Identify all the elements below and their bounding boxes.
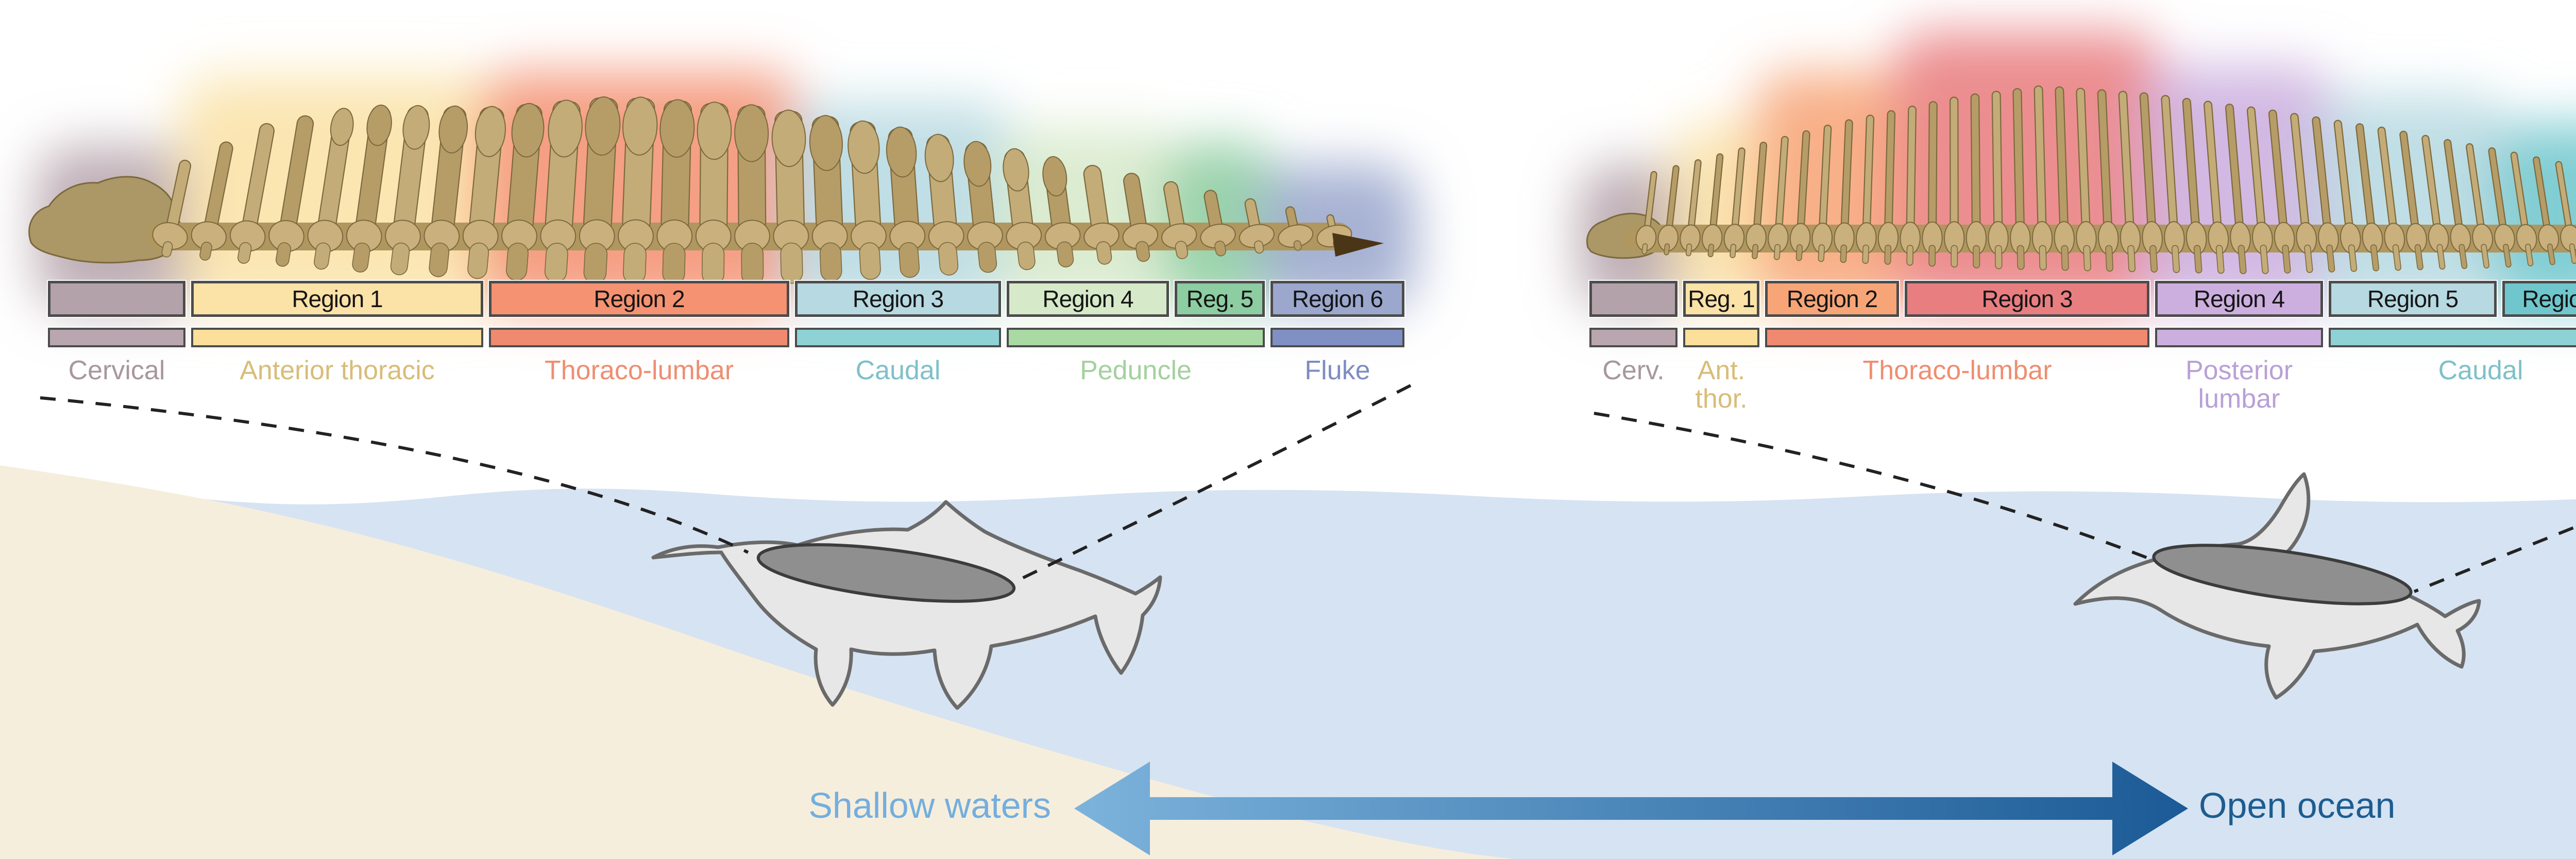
vertebra-right-15 [1943, 96, 1965, 268]
vertebra-left-27 [1161, 181, 1197, 259]
vertebra-right-24 [2139, 92, 2163, 273]
vertebra-right-23 [2118, 91, 2141, 273]
vertebra-right-30 [2268, 109, 2295, 274]
vertebra-right-42 [2533, 156, 2560, 265]
vertebra-right-11 [1856, 114, 1877, 264]
vertebra-right-5 [1723, 147, 1745, 258]
vertebra-left-18 [809, 115, 848, 282]
vertebra-right-36 [2399, 130, 2427, 271]
vertebra-right-4 [1701, 153, 1724, 258]
vertebra-right-20 [2054, 86, 2075, 271]
vertebra-left-11 [540, 99, 583, 283]
vertebra-right-40 [2488, 147, 2515, 268]
vertebra-left-9 [462, 106, 506, 279]
shallow-to-open-arrow [1074, 762, 2188, 855]
vertebra-right-1 [1635, 171, 1657, 255]
vertebra-right-12 [1877, 110, 1899, 265]
vertebra-right-19 [2031, 85, 2053, 271]
vertebra-right-41 [2510, 151, 2537, 266]
vertebra-left-13 [618, 96, 658, 285]
open-ocean-label: Open ocean [2199, 785, 2396, 826]
vertebra-left-8 [423, 105, 468, 277]
vertebra-right-16 [1965, 93, 1987, 268]
vertebra-right-9 [1811, 124, 1833, 262]
vertebral-span-ellipse-left [756, 543, 1016, 603]
vertebra-left-30 [1278, 206, 1314, 251]
vertebra-left-12 [579, 96, 621, 284]
vertebra-right-22 [2097, 89, 2119, 272]
leader-line-left-cervical [40, 396, 749, 554]
vertebra-left-10 [501, 103, 545, 281]
tail-tip-left [1332, 233, 1384, 257]
vertebral-column-right [1586, 85, 2576, 275]
vertebra-left-7 [385, 105, 430, 276]
vertebra-left-6 [346, 105, 392, 273]
vertebra-left-28 [1200, 190, 1236, 257]
vertebra-left-3 [229, 123, 275, 264]
vertebra-right-28 [2225, 104, 2251, 275]
sand-shape [0, 465, 1515, 859]
vertebra-left-24 [1042, 156, 1081, 267]
vertebra-right-26 [2182, 97, 2207, 274]
vertebra-right-21 [2076, 88, 2097, 272]
vertebra-left-17 [771, 109, 809, 284]
vertebral-span-ellipse-right [2152, 544, 2413, 605]
vertebra-right-2 [1657, 165, 1680, 256]
vertebra-right-38 [2444, 139, 2471, 270]
vertebra-right-43 [2555, 161, 2576, 264]
vertebral-column-left [28, 96, 1352, 286]
leader-line-left-fluke [1015, 384, 1412, 583]
vertebra-left-5 [307, 108, 354, 270]
vertebra-right-37 [2421, 134, 2449, 270]
vertebra-left-14 [656, 99, 695, 285]
vertebra-right-29 [2246, 106, 2273, 274]
vertebra-left-20 [886, 126, 926, 278]
vertebra-right-34 [2355, 123, 2383, 272]
vertebra-left-15 [695, 102, 732, 285]
vertebra-right-7 [1768, 136, 1789, 260]
vertebra-right-6 [1745, 141, 1768, 259]
vertebra-right-3 [1680, 159, 1702, 257]
vertebra-left-19 [848, 120, 887, 280]
vertebra-left-21 [924, 133, 964, 276]
vertebra-right-32 [2312, 116, 2339, 273]
vertebra-left-26 [1122, 173, 1158, 262]
vertebra-right-27 [2204, 100, 2229, 274]
vertebra-right-25 [2161, 95, 2185, 273]
vertebra-right-33 [2333, 120, 2361, 272]
vertebra-left-2 [191, 141, 233, 261]
leader-line-right-cervical [1594, 412, 2156, 562]
vertebra-right-10 [1834, 119, 1855, 263]
vertebra-left-25 [1083, 164, 1120, 265]
vertebra-left-1 [152, 159, 191, 258]
vertebra-right-8 [1789, 130, 1811, 261]
vertebra-left-29 [1239, 198, 1275, 254]
oceanic-dolphin-silhouette [2073, 472, 2481, 700]
vertebra-right-31 [2290, 113, 2317, 273]
vertebra-right-14 [1922, 101, 1943, 267]
vertebra-left-4 [268, 115, 314, 267]
vertebra-right-13 [1900, 106, 1921, 266]
vertebra-right-17 [1988, 91, 2009, 270]
shallow-waters-label: Shallow waters [808, 785, 1051, 826]
vertebra-right-35 [2377, 126, 2405, 271]
vertebra-right-39 [2466, 143, 2493, 269]
vertebra-left-23 [1003, 148, 1042, 271]
vertebra-right-18 [2010, 88, 2031, 270]
vertebra-left-22 [963, 141, 1003, 273]
river-dolphin-silhouette [651, 500, 1162, 710]
